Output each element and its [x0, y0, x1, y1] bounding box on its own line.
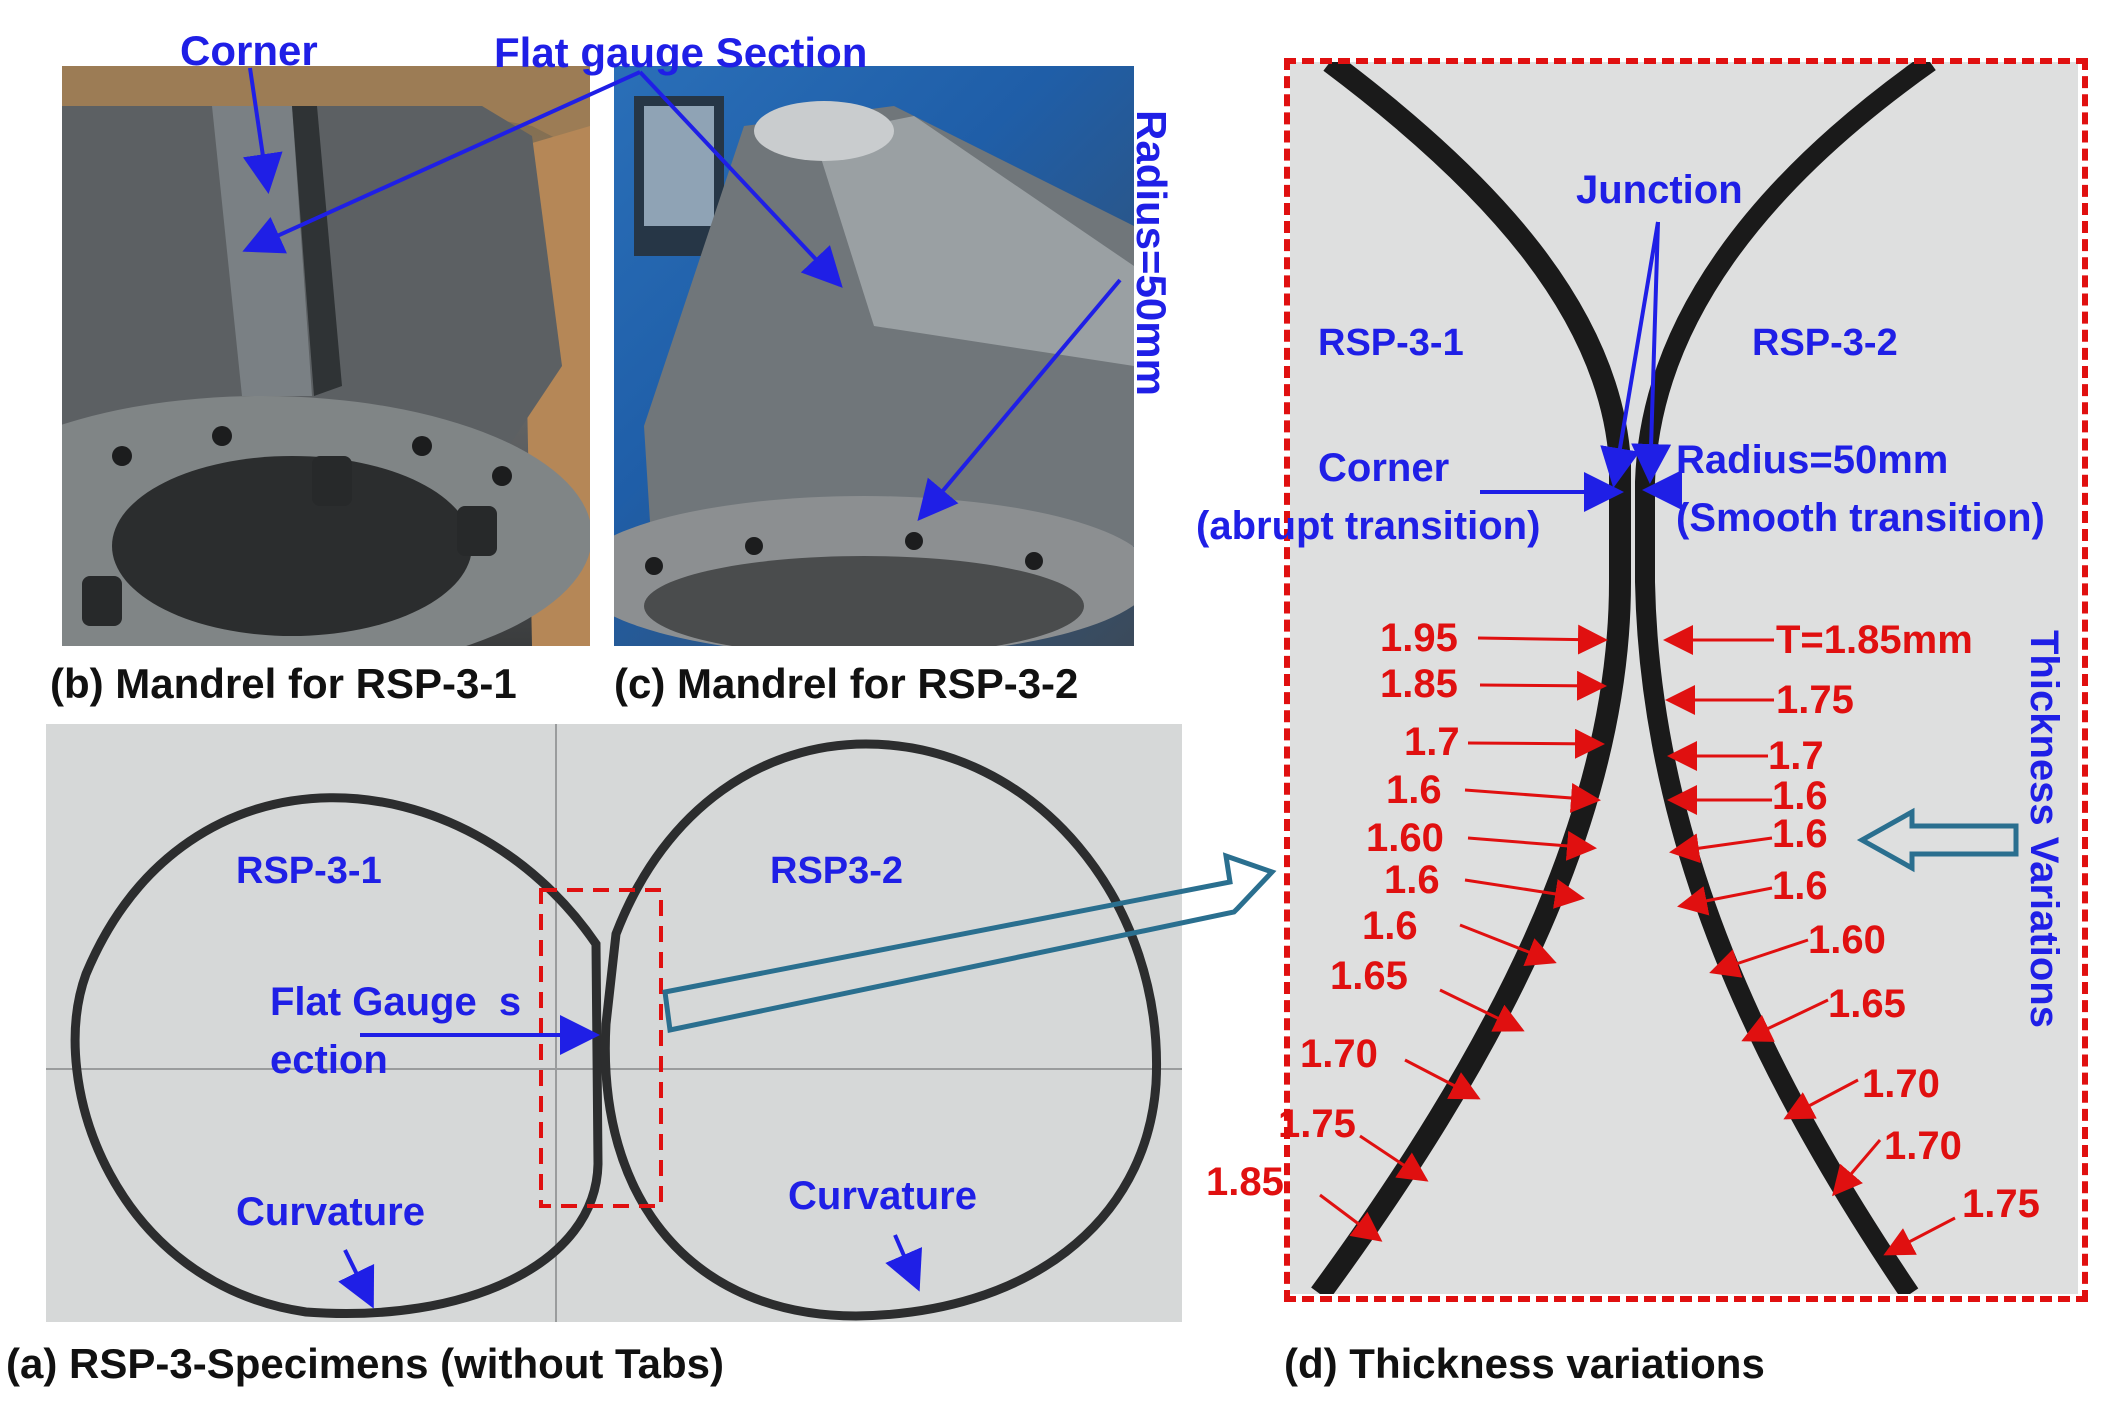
label-thickness-variations: Thickness Variations — [2022, 630, 2066, 1028]
label-flat-gauge-a-line2: ection — [270, 1038, 388, 1082]
thickness-left-6: 1.6 — [1384, 858, 1440, 902]
thickness-right-11: 1.75 — [1962, 1182, 2040, 1226]
specimens-photo — [46, 724, 1182, 1322]
thickness-right-7: 1.60 — [1808, 918, 1886, 962]
label-corner-d: Corner — [1318, 446, 1450, 490]
thickness-right-3: 1.7 — [1768, 734, 1824, 778]
thickness-right-5: 1.6 — [1772, 812, 1828, 856]
thickness-left-9: 1.70 — [1300, 1032, 1378, 1076]
thickness-right-2: 1.75 — [1776, 678, 1854, 722]
thickness-left-8: 1.65 — [1330, 954, 1408, 998]
thickness-left-7: 1.6 — [1362, 904, 1418, 948]
caption-d: (d) Thickness variations — [1284, 1340, 1765, 1387]
label-flat-gauge-a-line1: Flat Gauge s — [270, 980, 522, 1024]
mandrel-rsp-3-2-photo — [614, 66, 1134, 646]
label-rsp-3-1-d: RSP-3-1 — [1318, 322, 1464, 364]
thickness-left-2: 1.85 — [1380, 662, 1458, 706]
thickness-right-10: 1.70 — [1884, 1124, 1962, 1168]
label-rsp-3-2-d: RSP-3-2 — [1752, 322, 1898, 364]
thickness-zoom-frame — [1284, 58, 2088, 1302]
thickness-left-5: 1.60 — [1366, 816, 1444, 860]
label-radius-c: Radius=50mm — [1128, 110, 1175, 396]
thickness-left-10: 1.75 — [1278, 1102, 1356, 1146]
specimens-drawing — [46, 724, 1182, 1322]
caption-b: (b) Mandrel for RSP-3-1 — [50, 660, 517, 707]
thickness-right-6: 1.6 — [1772, 864, 1828, 908]
caption-c: (c) Mandrel for RSP-3-2 — [614, 660, 1079, 707]
label-abrupt-transition: (abrupt transition) — [1196, 504, 1541, 548]
label-curvature-left: Curvature — [236, 1190, 425, 1234]
thickness-left-11: 1.85 — [1206, 1160, 1284, 1204]
label-rsp-3-1-a: RSP-3-1 — [236, 850, 382, 892]
mandrel-rsp-3-2-drawing — [614, 96, 1134, 646]
label-junction: Junction — [1576, 168, 1743, 212]
caption-a: (a) RSP-3-Specimens (without Tabs) — [6, 1340, 724, 1387]
mandrel-rsp-3-1-photo — [62, 66, 590, 646]
thickness-right-1: T=1.85mm — [1776, 618, 1973, 662]
thickness-left-1: 1.95 — [1380, 616, 1458, 660]
label-radius-d: Radius=50mm — [1676, 438, 1949, 482]
label-corner-b: Corner — [180, 27, 318, 74]
mandrel-rsp-3-1-drawing — [62, 66, 590, 646]
thickness-right-4: 1.6 — [1772, 774, 1828, 818]
thickness-right-8: 1.65 — [1828, 982, 1906, 1026]
label-flat-gauge-section: Flat gauge Section — [494, 29, 868, 76]
thickness-right-9: 1.70 — [1862, 1062, 1940, 1106]
label-rsp3-2-a: RSP3-2 — [770, 850, 904, 892]
label-curvature-right: Curvature — [788, 1174, 977, 1218]
thickness-left-4: 1.6 — [1386, 768, 1442, 812]
label-smooth-transition: (Smooth transition) — [1676, 496, 2045, 540]
thickness-left-3: 1.7 — [1404, 720, 1460, 764]
